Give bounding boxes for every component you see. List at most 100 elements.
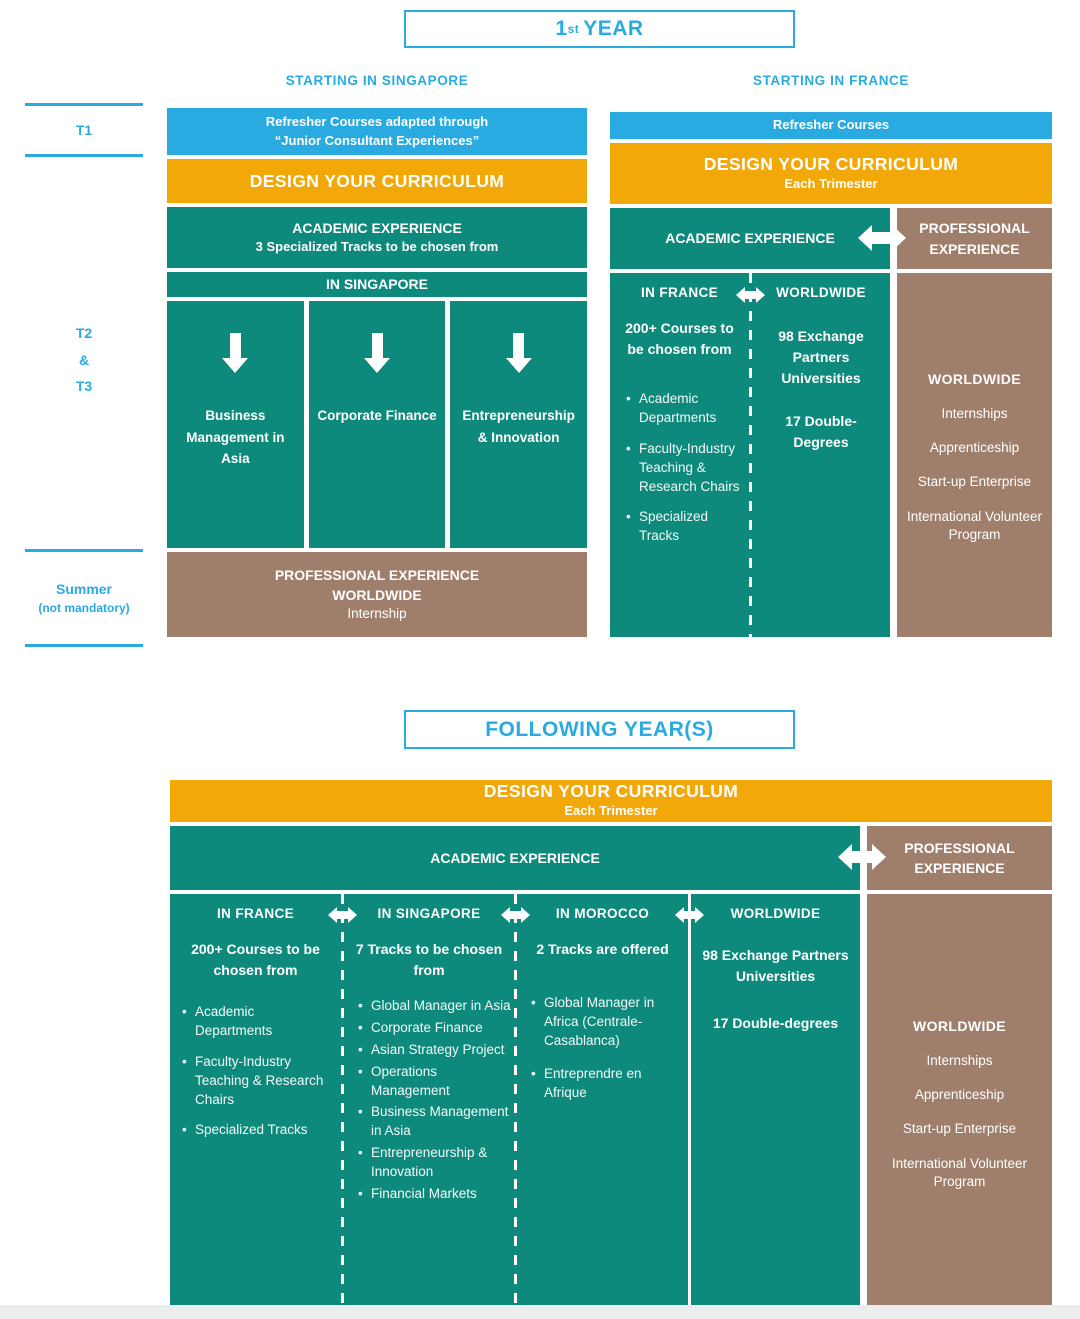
fcol-singapore-header: IN SINGAPORE: [377, 906, 481, 921]
dashed-divider: [749, 273, 752, 637]
track-card: Entrepreneurship & Innovation: [450, 301, 588, 548]
row-label-t2-t3: T2&T3: [25, 320, 143, 400]
professional-panel-item: Start-up Enterprise: [902, 1121, 1017, 1137]
row-label-t2-t3-line: &: [78, 351, 90, 368]
france-academic-header-label: ACADEMIC EXPERIENCE: [665, 230, 835, 247]
in-france-header: IN FRANCE: [640, 285, 719, 300]
fcol-singapore-intro: 7 Tracks to be chosen from: [355, 941, 503, 978]
year1-title-rest: YEAR: [583, 17, 644, 40]
france-refresher-bar: Refresher Courses: [610, 112, 1052, 139]
fcol-worldwide: WORLDWIDE 98 Exchange Partners Universit…: [691, 894, 860, 1060]
following-design-curriculum-bar: DESIGN YOUR CURRICULUM Each Trimester: [170, 780, 1052, 822]
row-label-t1: T1: [25, 103, 143, 157]
bullet-item: Entrepreneurship & Innovation: [358, 1144, 512, 1182]
bullet-item: Entreprendre en Afrique: [531, 1065, 682, 1103]
bullet-item: Faculty-Industry Teaching & Research Cha…: [182, 1053, 335, 1110]
solid-divider: [688, 894, 691, 1305]
worldwide-item: 17 Double-Degrees: [785, 413, 857, 450]
fcol-france-bullets: Academic DepartmentsFaculty-Industry Tea…: [170, 997, 341, 1140]
professional-line3: Internship: [347, 606, 407, 622]
france-design-subtitle: Each Trimester: [784, 175, 878, 191]
fcol-france-header: IN FRANCE: [216, 906, 295, 921]
year1-title-num: 1: [555, 17, 568, 40]
france-academic-header: ACADEMIC EXPERIENCE: [610, 208, 890, 269]
professional-panel-header: WORLDWIDE: [927, 371, 1022, 387]
fcol-morocco-header: IN MOROCCO: [555, 906, 650, 921]
following-design-subtitle: Each Trimester: [564, 803, 658, 819]
header-starting-france: STARTING IN FRANCE: [752, 73, 910, 88]
worldwide-item: 98 Exchange Partners Universities: [702, 947, 849, 984]
track-label: Entrepreneurship & Innovation: [462, 408, 575, 445]
row-label-t2-t3-line: T2: [75, 325, 93, 341]
bullet-item: Corporate Finance: [358, 1019, 512, 1038]
down-arrow-icon: [222, 333, 249, 373]
fcol-france-intro: 200+ Courses to be chosen from: [191, 941, 320, 978]
header-starting-singapore: STARTING IN SINGAPORE: [285, 73, 469, 88]
following-title-box: FOLLOWING YEAR(S): [404, 710, 795, 749]
bullet-item: Financial Markets: [358, 1185, 512, 1204]
professional-panel-item: Internships: [941, 406, 1008, 421]
fcol-morocco-bullets: Global Manager in Africa (Centrale-Casab…: [517, 976, 688, 1102]
down-arrow-icon: [364, 333, 390, 373]
in-france-intro: 200+ Courses to be chosen from: [625, 320, 734, 357]
fcol-in-france: IN FRANCE 200+ Courses to be chosen from…: [170, 894, 341, 1152]
swap-arrows-icon: [736, 287, 765, 303]
professional-panel-item: Apprenticeship: [929, 440, 1020, 456]
bullet-item: Specialized Tracks: [626, 508, 745, 546]
dashed-divider: [514, 894, 517, 1305]
bullet-item: Asian Strategy Project: [358, 1041, 512, 1060]
track-label: Corporate Finance: [317, 408, 437, 423]
professional-panel-item: International Volunteer Program: [906, 508, 1043, 542]
fcol-in-morocco: IN MOROCCO 2 Tracks are offered Global M…: [517, 894, 688, 1116]
swap-arrows-icon: [838, 844, 886, 870]
academic-experience-title: ACADEMIC EXPERIENCE: [292, 219, 462, 236]
following-professional-header-label: PROFESSIONAL EXPERIENCE: [904, 839, 1015, 876]
following-academic-header: ACADEMIC EXPERIENCE: [170, 826, 860, 890]
summer-professional-bar: PROFESSIONAL EXPERIENCE WORLDWIDE Intern…: [167, 552, 587, 637]
refresher-line1: Refresher Courses adapted through: [265, 113, 489, 129]
bullet-item: Academic Departments: [626, 390, 745, 428]
track-card: Business Management in Asia: [167, 301, 304, 548]
refresher-line2: “Junior Consultant Experiences”: [274, 132, 480, 148]
academic-experience-subtitle: 3 Specialized Tracks to be chosen from: [255, 239, 499, 255]
following-professional-header: PROFESSIONAL EXPERIENCE: [867, 826, 1052, 890]
in-singapore-bar: IN SINGAPORE: [167, 272, 587, 297]
dashed-divider: [341, 894, 344, 1305]
bullet-item: Global Manager in Asia: [358, 997, 512, 1016]
footer-strip: [0, 1305, 1080, 1319]
professional-panel-item: Start-up Enterprise: [917, 474, 1032, 490]
swap-arrows-icon: [675, 907, 704, 923]
fcol-worldwide-items: 98 Exchange Partners Universities 17 Doub…: [691, 939, 860, 1034]
bullet-item: Business Management in Asia: [358, 1103, 512, 1141]
worldwide-items: 98 Exchange Partners Universities 17 Doub…: [752, 318, 890, 453]
year1-title-sup: st: [567, 22, 580, 36]
fcol-morocco-intro: 2 Tracks are offered: [536, 941, 669, 957]
track-card: Corporate Finance: [308, 301, 446, 548]
france-professional-header: PROFESSIONAL EXPERIENCE: [897, 208, 1052, 269]
bullet-item: Specialized Tracks: [182, 1121, 335, 1140]
summer-note: (not mandatory): [38, 601, 130, 615]
professional-line1: PROFESSIONAL EXPERIENCE: [274, 566, 480, 583]
singapore-design-curriculum-bar: DESIGN YOUR CURRICULUM: [167, 159, 587, 203]
france-professional-header-label: PROFESSIONAL EXPERIENCE: [919, 220, 1030, 257]
subcol-worldwide: WORLDWIDE 98 Exchange Partners Universit…: [752, 273, 890, 475]
row-label-summer: Summer (not mandatory): [25, 549, 143, 647]
following-academic-content: IN FRANCE 200+ Courses to be chosen from…: [170, 894, 860, 1305]
following-design-title: DESIGN YOUR CURRICULUM: [483, 781, 739, 802]
worldwide-item: 17 Double-degrees: [712, 1015, 839, 1031]
professional-panel-item: International Volunteer Program: [891, 1155, 1028, 1189]
swap-arrows-icon: [858, 225, 906, 251]
worldwide-item: 98 Exchange Partners Universities: [778, 328, 864, 386]
professional-line2: WORLDWIDE: [332, 587, 422, 604]
track-label: Business Management in Asia: [186, 408, 285, 467]
bullet-item: Academic Departments: [182, 1003, 335, 1041]
bullet-item: Faculty-Industry Teaching & Research Cha…: [626, 440, 745, 497]
down-arrow-icon: [505, 333, 532, 373]
france-academic-content: IN FRANCE 200+ Courses to be chosen from…: [610, 273, 890, 637]
